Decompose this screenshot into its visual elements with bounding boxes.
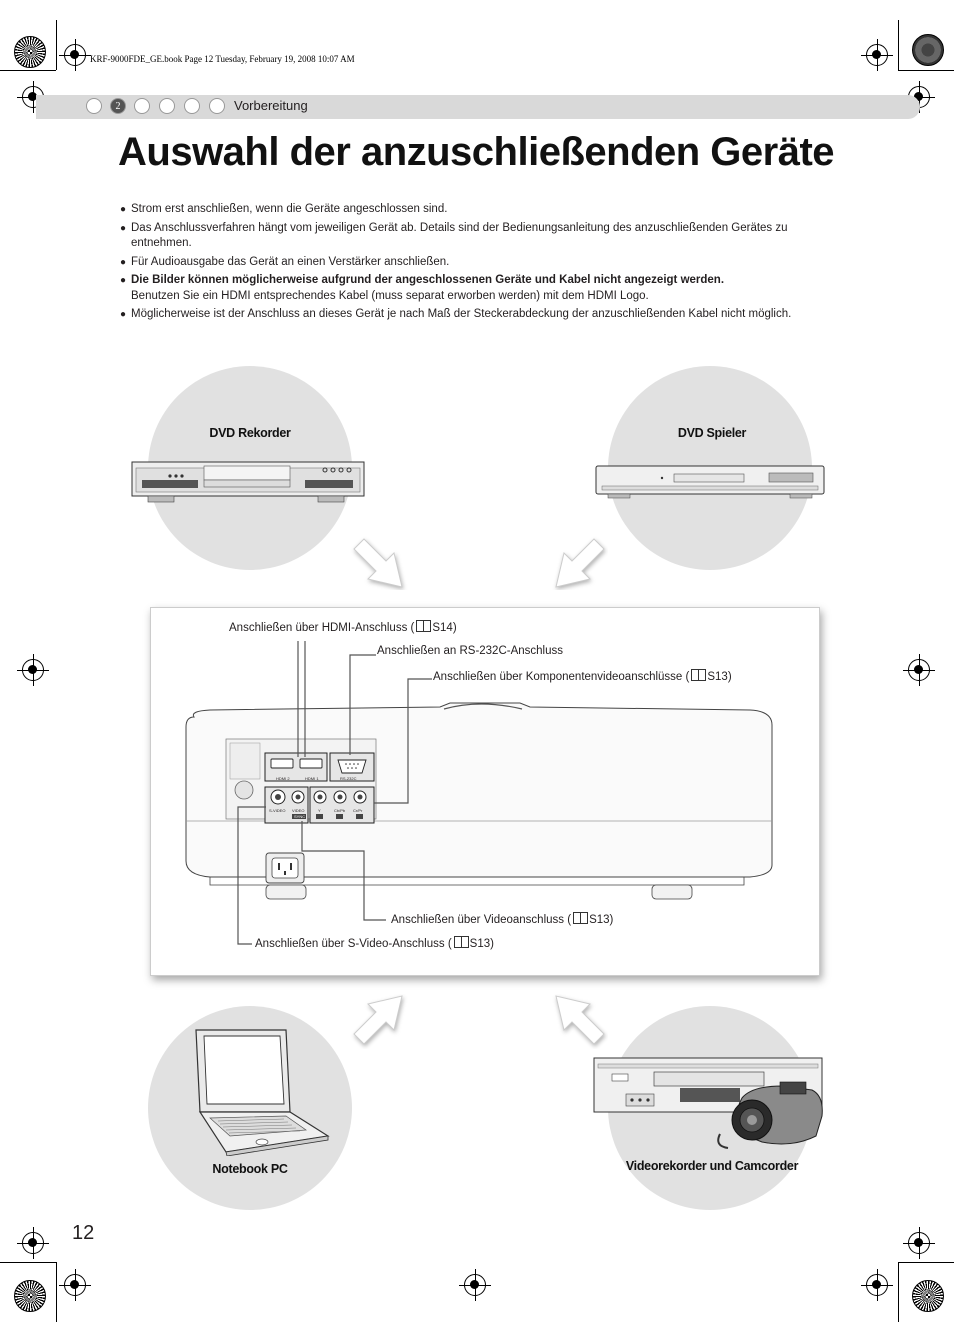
vcr-camcorder-label: Videorekorder und Camcorder bbox=[625, 1159, 799, 1173]
port-label-y: Y bbox=[318, 808, 321, 813]
chapter-indicator bbox=[86, 98, 102, 114]
registration-star-top-left bbox=[14, 36, 46, 68]
page-title: Auswahl der anzuschließenden Geräte bbox=[118, 130, 835, 174]
arrow-up-right-icon bbox=[353, 995, 403, 1045]
book-reference-icon bbox=[573, 912, 589, 924]
projector-rear-illustration bbox=[185, 641, 773, 945]
registration-star-bottom-right bbox=[912, 1280, 944, 1312]
list-item: Das Anschlussverfahren hängt vom jeweili… bbox=[120, 221, 840, 252]
list-item: Möglicherweise ist der Anschluss an dies… bbox=[120, 307, 840, 323]
callout-rs232c: Anschließen an RS-232C-Anschluss bbox=[377, 645, 564, 657]
registration-mark bbox=[861, 39, 893, 71]
file-info: KRF-9000FDE_GE.book Page 12 Tuesday, Feb… bbox=[90, 54, 355, 64]
vcr-camcorder-illustration bbox=[593, 1057, 823, 1149]
registration-mark bbox=[17, 1227, 49, 1259]
list-item: Strom erst anschließen, wenn die Geräte … bbox=[120, 202, 840, 218]
callout-component: Anschließen über Komponentenvideoanschlü… bbox=[433, 669, 732, 683]
registration-star-bottom-left bbox=[14, 1280, 46, 1312]
dvd-recorder-label: DVD Rekorder bbox=[209, 426, 291, 440]
dvd-player-illustration bbox=[595, 465, 825, 499]
port-label-cbpb: Cb/Pb bbox=[334, 808, 346, 813]
callout-hdmi: Anschließen über HDMI-Anschluss (S14) bbox=[229, 620, 457, 634]
registration-mark bbox=[861, 1269, 893, 1301]
registration-star-top-right bbox=[912, 34, 944, 66]
book-reference-icon bbox=[691, 669, 707, 681]
page-number: 12 bbox=[72, 1222, 95, 1244]
registration-mark bbox=[459, 1269, 491, 1301]
port-label-svideo: S-VIDEO bbox=[269, 808, 286, 813]
book-reference-icon bbox=[453, 936, 469, 948]
chapter-indicator bbox=[209, 98, 225, 114]
callout-svideo: Anschließen über S-Video-Anschluss (S13) bbox=[255, 936, 494, 950]
dvd-recorder-illustration bbox=[131, 461, 365, 503]
arrow-up-left-icon bbox=[555, 995, 605, 1045]
port-label-crpr: Cr/Pr bbox=[353, 808, 363, 813]
arrow-down-left-icon bbox=[555, 538, 605, 588]
dvd-player-label: DVD Spieler bbox=[677, 426, 747, 440]
list-item: Die Bilder können möglicherweise aufgrun… bbox=[120, 273, 840, 304]
registration-mark bbox=[903, 654, 935, 686]
chapter-indicator bbox=[159, 98, 175, 114]
book-reference-icon bbox=[416, 620, 432, 632]
chapter-indicator bbox=[184, 98, 200, 114]
registration-mark bbox=[903, 1227, 935, 1259]
port-label-hdmi2: HDMI 2 bbox=[276, 776, 290, 781]
notebook-label: Notebook PC bbox=[212, 1162, 288, 1176]
port-label-sync: SYNC bbox=[294, 814, 306, 819]
chapter-indicator-active: 2 bbox=[110, 98, 126, 114]
registration-mark bbox=[17, 654, 49, 686]
arrow-down-right-icon bbox=[353, 538, 403, 588]
chapter-label: Vorbereitung bbox=[234, 98, 308, 113]
port-label-rs232c: RS-232C bbox=[340, 776, 357, 781]
registration-mark bbox=[59, 1269, 91, 1301]
notes-list: Strom erst anschließen, wenn die Geräte … bbox=[120, 202, 840, 326]
chapter-indicator bbox=[134, 98, 150, 114]
port-label-hdmi1: HDMI 1 bbox=[305, 776, 319, 781]
callout-video: Anschließen über Videoanschluss (S13) bbox=[391, 912, 614, 926]
chapter-bar bbox=[36, 95, 920, 119]
list-item: Für Audioausgabe das Gerät an einen Vers… bbox=[120, 255, 840, 271]
registration-mark bbox=[59, 39, 91, 71]
notebook-pc-illustration bbox=[195, 1029, 330, 1156]
port-label-video: VIDEO bbox=[292, 808, 305, 813]
